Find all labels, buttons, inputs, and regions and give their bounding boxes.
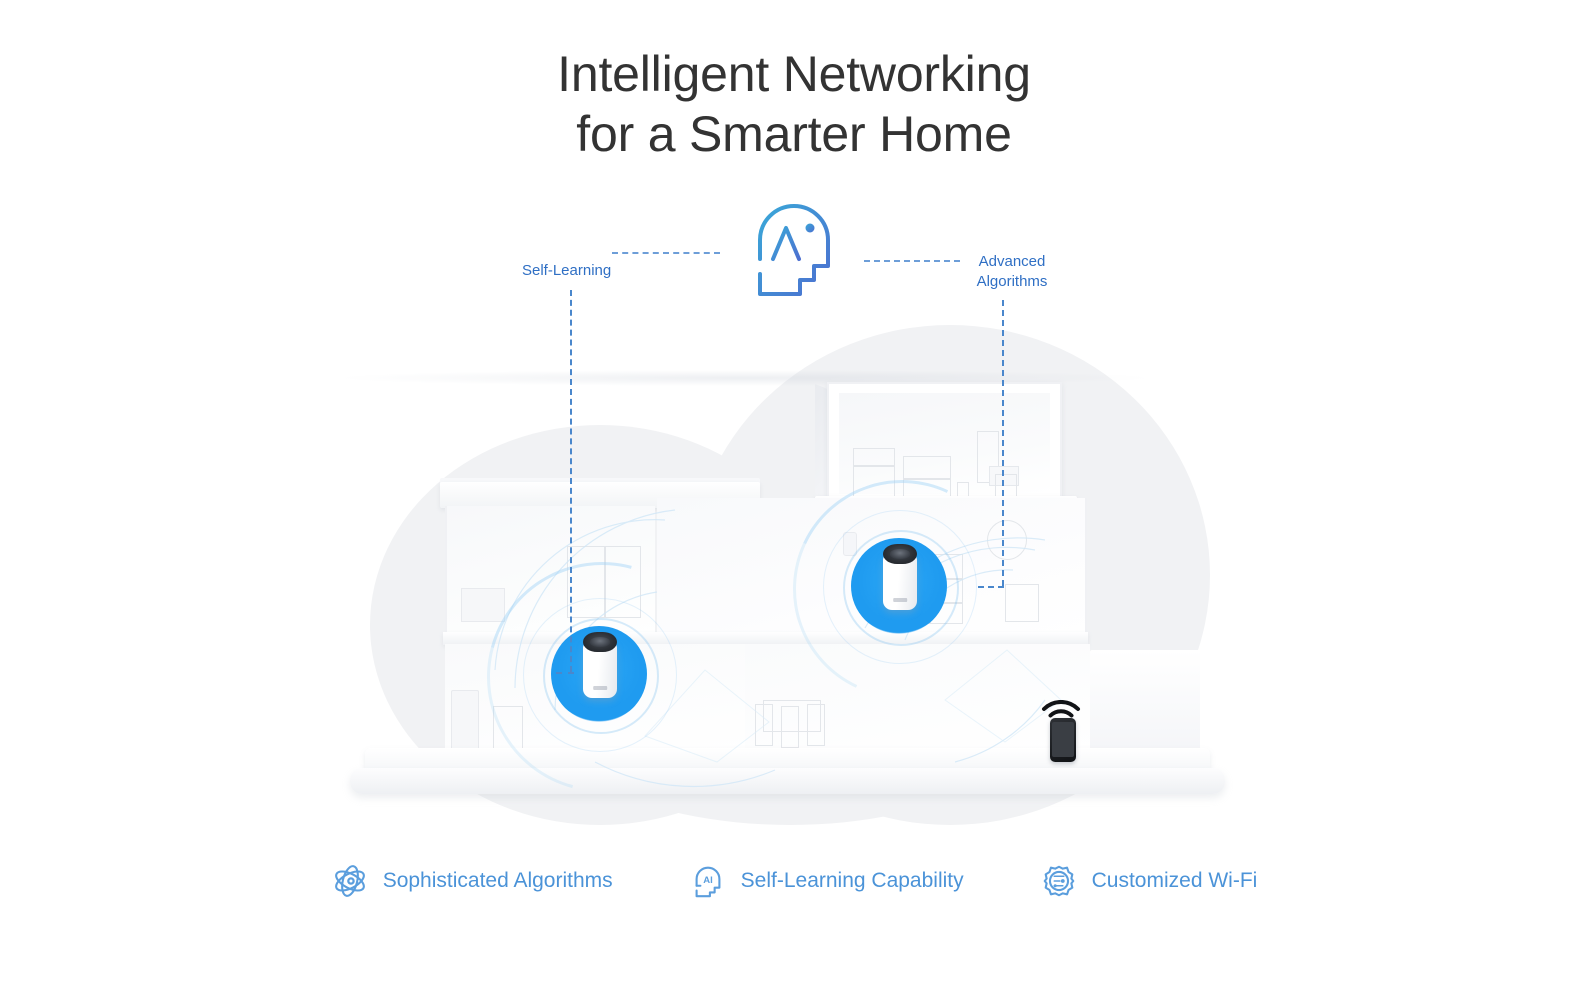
svg-text:AI: AI bbox=[703, 875, 713, 886]
router-logo-1 bbox=[593, 686, 607, 691]
callout-left-dash-horizontal bbox=[612, 252, 720, 254]
feature-label-sophisticated-algorithms: Sophisticated Algorithms bbox=[382, 869, 613, 892]
lower-left-fridge bbox=[451, 690, 479, 752]
callout-right-dash-stub bbox=[978, 586, 1004, 588]
callout-left-dash-vertical bbox=[570, 290, 572, 672]
feature-customized-wifi[interactable]: Customized Wi-Fi bbox=[1040, 862, 1258, 900]
router-top-inner-1 bbox=[590, 637, 610, 647]
callout-right-dash-horizontal bbox=[864, 260, 960, 262]
feature-label-customized-wifi: Customized Wi-Fi bbox=[1091, 869, 1258, 892]
attic-desk-divider bbox=[903, 478, 951, 480]
callout-left-dash-stub bbox=[556, 672, 574, 674]
dining-chair-center bbox=[781, 706, 799, 748]
router-top-1 bbox=[583, 632, 617, 652]
attic-window bbox=[977, 431, 999, 483]
deco-router-upper-room[interactable] bbox=[883, 544, 917, 610]
attic-shelf-divider bbox=[853, 465, 895, 467]
feature-list: Sophisticated Algorithms AI Self-Learnin… bbox=[0, 862, 1588, 900]
callout-right-dash-vertical bbox=[1002, 300, 1004, 586]
phone-screen bbox=[1052, 722, 1074, 757]
feature-label-self-learning-capability: Self-Learning Capability bbox=[740, 869, 964, 892]
room-upper-left bbox=[445, 506, 655, 636]
atom-icon bbox=[334, 865, 365, 897]
tech-overlay-graphics bbox=[494, 509, 1062, 788]
attic-room bbox=[827, 382, 1062, 504]
ai-head-icon bbox=[742, 196, 846, 304]
callout-left-label: Self-Learning bbox=[522, 262, 612, 279]
page-title: Intelligent Networking for a Smarter Hom… bbox=[0, 44, 1588, 164]
router-logo-2 bbox=[893, 598, 907, 603]
router-top-inner-2 bbox=[890, 549, 910, 559]
page-title-line-1: Intelligent Networking bbox=[557, 46, 1031, 102]
callout-right-label: Advanced Algorithms bbox=[976, 253, 1048, 290]
dining-chair-right bbox=[807, 704, 825, 746]
upper-left-wardrobe-divider bbox=[604, 546, 606, 618]
roof-edge bbox=[440, 478, 760, 485]
feature-self-learning-capability[interactable]: AI Self-Learning Capability bbox=[689, 862, 964, 900]
attic-table bbox=[989, 466, 1019, 486]
phone-body bbox=[1050, 718, 1076, 762]
base-platform-lower bbox=[350, 768, 1225, 794]
deco-router-living-room[interactable] bbox=[583, 632, 617, 698]
feature-sophisticated-algorithms[interactable]: Sophisticated Algorithms bbox=[331, 862, 613, 900]
gear-chip-icon bbox=[1043, 865, 1074, 897]
house-cutaway-illustration bbox=[345, 370, 1235, 835]
ai-head-icon: AI bbox=[695, 866, 721, 898]
dining-chair-left bbox=[755, 704, 773, 746]
page-title-line-2: for a Smarter Home bbox=[576, 106, 1012, 162]
lower-right-block bbox=[1090, 650, 1200, 755]
smartphone-wifi[interactable] bbox=[1042, 700, 1093, 762]
upper-right-side-table bbox=[1005, 584, 1039, 622]
upper-left-cabinet bbox=[461, 588, 505, 622]
dining-table bbox=[763, 700, 821, 732]
room-lower-right bbox=[745, 644, 1090, 754]
router-top-2 bbox=[883, 544, 917, 564]
